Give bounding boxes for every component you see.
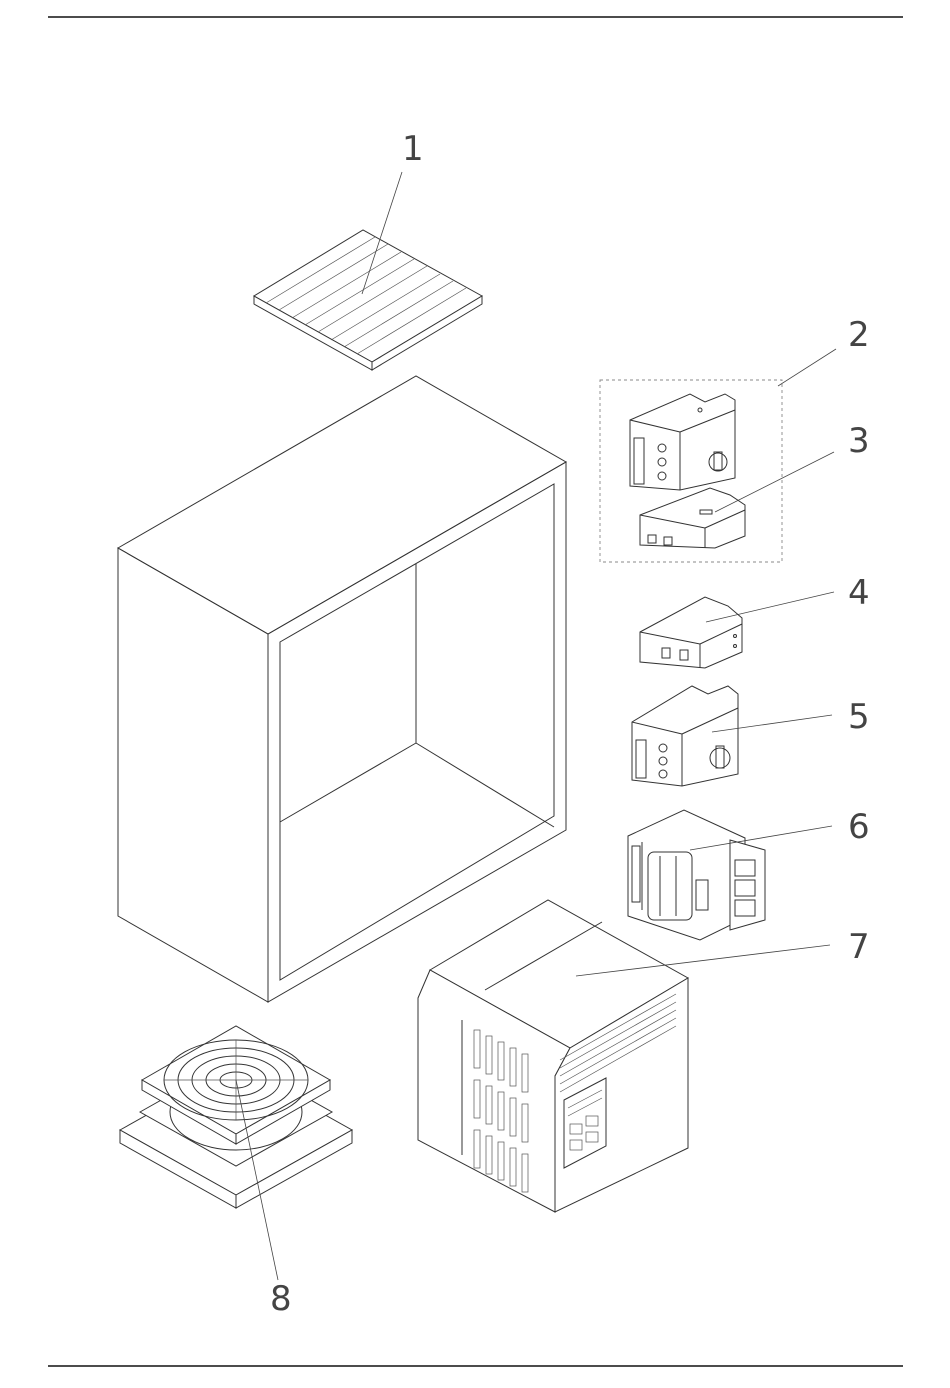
part-auxiliary-contact-upper: [640, 488, 745, 548]
part-inverter-drive: [418, 900, 688, 1212]
callout-1: 1: [402, 129, 424, 169]
callout-3: 3: [848, 421, 870, 461]
part-cabinet-housing: [118, 376, 566, 1002]
callout-5: 5: [848, 697, 870, 737]
part-contactor: [628, 810, 765, 940]
callout-8: 8: [270, 1279, 292, 1319]
part-filter-pad: [254, 230, 482, 370]
callout-7: 7: [848, 927, 870, 967]
callout-6: 6: [848, 807, 870, 847]
part-circuit-breaker: [632, 686, 738, 786]
callout-2: 2: [848, 315, 870, 355]
part-cooling-fan: [120, 1026, 352, 1208]
part-auxiliary-contact: [640, 597, 742, 668]
callout-4: 4: [848, 573, 870, 613]
part-breaker-upper: [630, 394, 735, 490]
